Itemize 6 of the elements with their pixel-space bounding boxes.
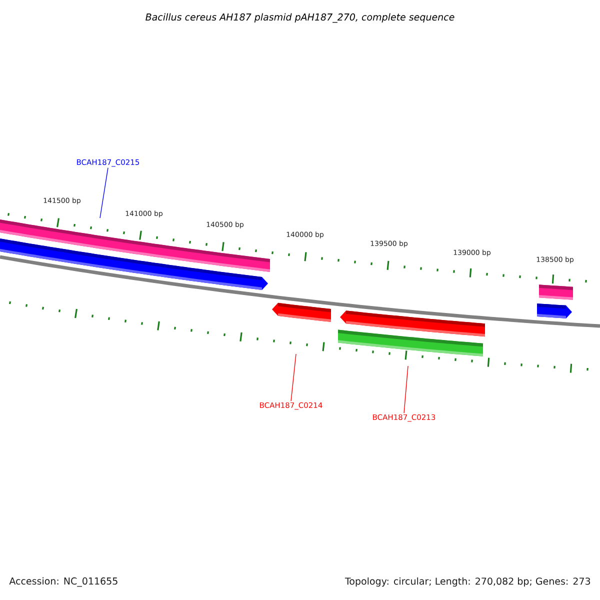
leader-line [100, 168, 108, 218]
title: Bacillus cereus AH187 plasmid pAH187_270, complete sequence [146, 13, 454, 23]
leader-line [290, 354, 296, 402]
footer-text: Accession: NC_011655 [9, 577, 118, 587]
footer-text: Topology: circular; Length: 270,082 bp; Genes: 273 [344, 577, 590, 587]
leader-line [404, 366, 408, 414]
